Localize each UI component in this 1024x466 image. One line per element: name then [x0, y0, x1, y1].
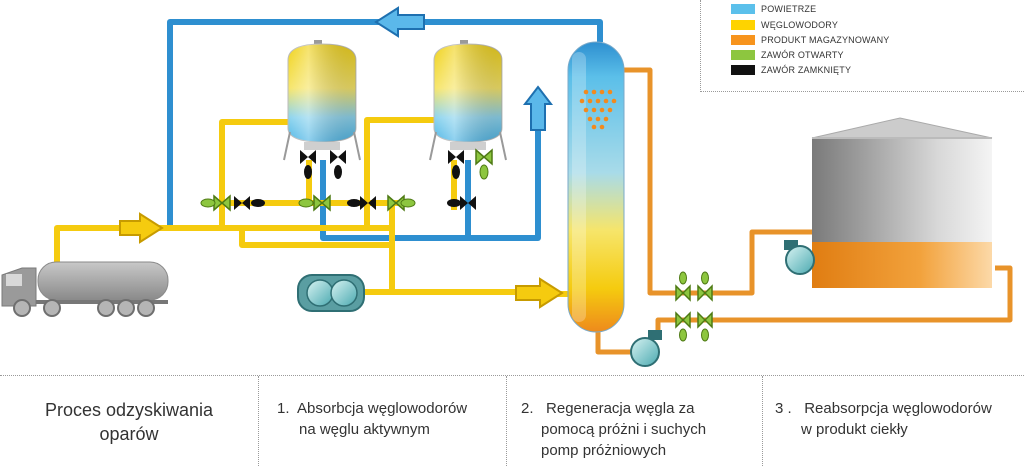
absorber-column [567, 41, 625, 333]
step-2-text: 2. Regeneracja węgla za pomocą próżni i … [521, 398, 706, 461]
legend-label-hydrocarbons: WĘGLOWODORY [761, 20, 839, 30]
legend: POWIETRZE WĘGLOWODORY PRODUKT MAGAZYNOWA… [700, 0, 1024, 92]
air-arrow-up [522, 85, 554, 131]
hydrocarbon-arrow-2 [515, 277, 564, 309]
step-1-number: 1. [277, 400, 290, 417]
valve-closed-3[interactable] [447, 196, 476, 210]
valve-open-1[interactable] [200, 194, 231, 212]
step-1: 1. Absorbcja węglowodorów na węglu aktyw… [258, 376, 506, 466]
legend-item-air: POWIETRZE [731, 3, 816, 15]
legend-label-valve-closed: ZAWÓR ZAMKNIĘTY [761, 65, 852, 75]
footer-title-block: Proces odzyskiwania oparów [0, 376, 258, 466]
tanker-truck [1, 261, 169, 317]
step-2-line-2: pomocą próżni i suchych [541, 421, 707, 438]
air-arrow-left [374, 6, 425, 38]
column-pump [630, 330, 662, 367]
step-3-line-2: w produkt ciekły [801, 421, 908, 438]
tank-pump [784, 240, 815, 275]
legend-item-valve-closed: ZAWÓR ZAMKNIĘTY [731, 64, 851, 76]
valve-open-4[interactable] [475, 148, 493, 180]
valve-closed-5[interactable] [330, 150, 346, 179]
valve-closed-1[interactable] [234, 196, 265, 210]
legend-label-stored-product: PRODUKT MAGAZYNOWANY [761, 35, 890, 45]
step-1-line-1: Absorbcja węglowodorów [297, 400, 468, 417]
vacuum-pump [297, 274, 365, 312]
footer-title: Proces odzyskiwania oparów [0, 398, 258, 446]
footer-title-line-1: Proces odzyskiwania [44, 400, 214, 420]
step-2-line-3: pomp próżniowych [541, 442, 667, 459]
step-2-line-1: Regeneracja węgla za [546, 400, 695, 417]
footer-title-line-2: oparów [99, 424, 159, 444]
storage-tank [811, 117, 993, 288]
step-2-number: 2. [521, 400, 534, 417]
legend-swatch-stored-product [731, 35, 755, 45]
legend-swatch-valve-open [731, 50, 755, 60]
legend-swatch-hydrocarbons [731, 20, 755, 30]
legend-label-air: POWIETRZE [761, 4, 817, 14]
step-3: 3 . Reabsorpcja węglowodorów w produkt c… [762, 376, 1024, 466]
valve-open-6[interactable] [697, 271, 713, 302]
legend-label-valve-open: ZAWÓR OTWARTY [761, 50, 844, 60]
step-2: 2. Regeneracja węgla za pomocą próżni i … [506, 376, 762, 466]
process-steps-footer: Proces odzyskiwania oparów 1. Absorbcja … [0, 375, 1024, 466]
step-3-text: 3 . Reabsorpcja węglowodorów w produkt c… [775, 398, 992, 440]
valve-open-8[interactable] [697, 311, 713, 342]
adsorber-vessel-1 [283, 40, 361, 161]
process-diagram [1, 6, 1013, 367]
step-3-line-1: Reabsorpcja węglowodorów [804, 400, 992, 417]
step-3-number: 3 . [775, 400, 792, 417]
valve-open-3[interactable] [387, 194, 416, 212]
valve-closed-2[interactable] [347, 196, 376, 210]
step-1-line-2: na węglu aktywnym [299, 421, 430, 438]
legend-swatch-valve-closed [731, 65, 755, 75]
legend-item-valve-open: ZAWÓR OTWARTY [731, 49, 844, 61]
valve-open-5[interactable] [675, 271, 691, 302]
step-1-text: 1. Absorbcja węglowodorów na węglu aktyw… [277, 398, 467, 440]
legend-swatch-air [731, 4, 755, 14]
legend-item-hydrocarbons: WĘGLOWODORY [731, 19, 838, 31]
hydrocarbon-arrow-1 [119, 212, 164, 244]
valve-open-2[interactable] [298, 194, 331, 212]
legend-item-stored-product: PRODUKT MAGAZYNOWANY [731, 34, 890, 46]
valve-closed-4[interactable] [300, 150, 316, 179]
valve-closed-6[interactable] [448, 150, 464, 179]
adsorber-vessel-2 [429, 40, 507, 161]
valve-open-7[interactable] [675, 311, 691, 342]
